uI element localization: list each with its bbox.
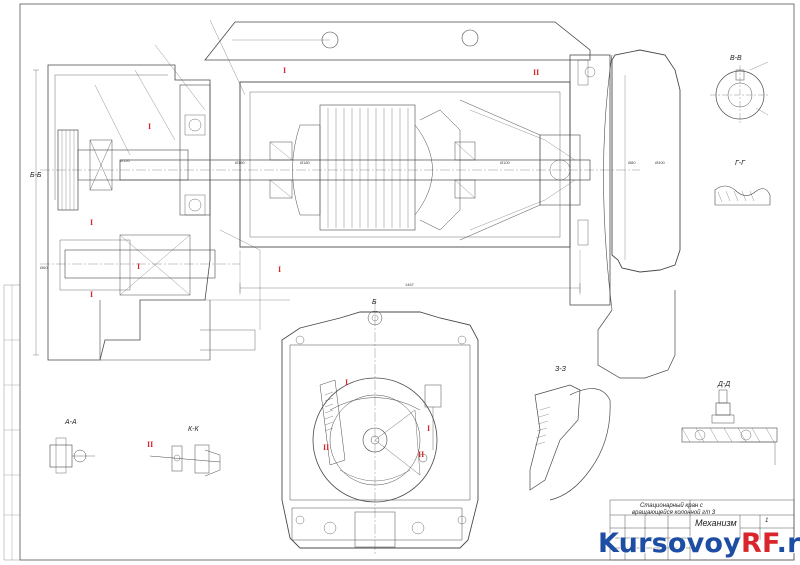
- rotor-pack: [319, 104, 416, 231]
- callout-marker: II: [533, 68, 540, 77]
- drum-profile: [611, 49, 681, 273]
- binding-strip-cells: [4, 285, 20, 560]
- dimension-label: Ø160: [235, 160, 245, 165]
- mounting-bracket: [204, 21, 591, 61]
- section-g-view: [714, 185, 771, 206]
- section-label-d-d: Д-Д: [718, 381, 731, 388]
- sheet-number: 1: [765, 518, 769, 524]
- dimension-label: Ø120: [120, 158, 130, 163]
- dimension-label: Ø400: [655, 160, 665, 165]
- main-section: [33, 19, 681, 379]
- section-label-a-a: А-А: [65, 419, 77, 426]
- watermark-logo: KursovoyRF.ru: [598, 528, 800, 559]
- title-block: [609, 499, 795, 561]
- bracket-hole-right: [461, 29, 479, 47]
- callout-marker: I: [345, 378, 349, 387]
- callout-marker: I: [90, 290, 94, 299]
- section-label-v-v: В-В: [730, 55, 742, 62]
- callout-marker: I: [283, 66, 287, 75]
- watermark-domain: .ru: [776, 528, 800, 559]
- dimension-label: Ø100: [500, 160, 510, 165]
- section-label-g-g: Г-Г: [735, 160, 745, 167]
- watermark-suffix: RF: [740, 528, 777, 559]
- callout-marker: II: [418, 450, 425, 459]
- section-v-v: [710, 61, 770, 125]
- title-line-3: Механизм: [695, 518, 737, 528]
- title-line-1: Стационарный кран с: [640, 503, 703, 509]
- callout-marker: I: [427, 424, 431, 433]
- motor-housing: [239, 81, 571, 248]
- callout-marker: I: [137, 262, 141, 271]
- callout-marker: I: [148, 122, 152, 131]
- callout-marker: II: [323, 443, 330, 452]
- callout-marker: I: [278, 265, 282, 274]
- section-label-z-z: З-З: [555, 366, 566, 373]
- dimension-label: Ø60: [40, 265, 48, 270]
- callout-marker: II: [147, 440, 154, 449]
- watermark-name: Kursovoy: [598, 528, 741, 559]
- drawing-frame: [19, 3, 795, 561]
- view-label-b: Б: [372, 299, 377, 306]
- gearbox-housing: [47, 64, 211, 361]
- section-k-k: [149, 444, 221, 477]
- section-z-z: [529, 384, 611, 501]
- section-label-k-k: К-К: [188, 426, 199, 433]
- section-label-b-b: Б-Б: [30, 172, 42, 179]
- dimension-label: Ø80: [628, 160, 636, 165]
- section-a-a: [49, 437, 95, 474]
- title-line-2: вращающейся колонной г/п 3: [632, 510, 716, 516]
- dimension-overall-length: 1467: [405, 282, 414, 287]
- dimension-label: Ø180: [300, 160, 310, 165]
- callout-marker: I: [90, 218, 94, 227]
- section-d-view: [681, 389, 778, 465]
- section-b-view: [281, 300, 479, 555]
